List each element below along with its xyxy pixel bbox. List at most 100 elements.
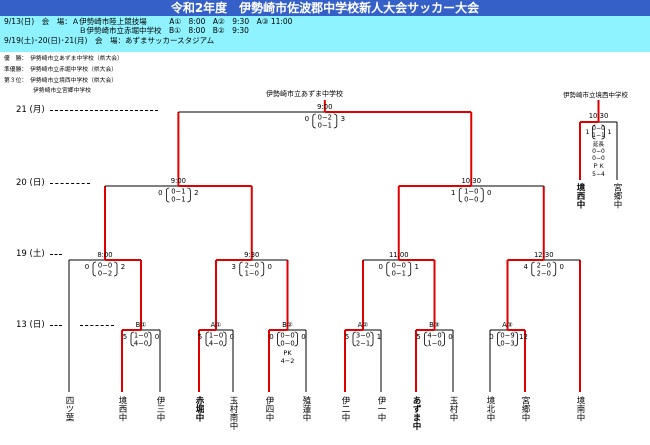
score-brace-right-q4 bbox=[552, 261, 557, 277]
result-third-1: 第３位： 伊勢崎市立境西中学校（県大会） bbox=[4, 78, 118, 84]
champion-label: 伊勢崎市立あずま中学校 bbox=[266, 90, 343, 98]
match-left-score-q2: 3 bbox=[232, 263, 236, 271]
round-label-13: 13 (日) bbox=[16, 320, 45, 330]
match-right-score-s2: 0 bbox=[487, 189, 491, 197]
match-pk-t: 5−4 bbox=[592, 171, 605, 178]
team-name: 伊二中 bbox=[340, 396, 350, 422]
score-brace-right-q3 bbox=[407, 261, 412, 277]
match-half1-f: 0−2 bbox=[318, 114, 332, 122]
match-right-score-b2: 0 bbox=[301, 333, 305, 341]
match-left-score-t: 1 bbox=[585, 128, 589, 136]
round-divider-13b bbox=[80, 325, 114, 326]
match-left-score-f: 0 bbox=[305, 115, 309, 123]
match-half1-b1: 1−0 bbox=[134, 332, 148, 340]
score-brace-right-a1 bbox=[222, 331, 227, 347]
match-right-score-a2: 1 bbox=[377, 333, 381, 341]
match-half2-q3: 0−1 bbox=[392, 270, 406, 278]
match-label-q3: 11:00 bbox=[389, 251, 409, 259]
match-right-score-s1: 2 bbox=[194, 189, 198, 197]
match-pk-label-t: ＰＫ bbox=[592, 163, 604, 170]
match-half2-a2: 2−1 bbox=[356, 340, 370, 348]
match-right-score-q4: 0 bbox=[560, 263, 564, 271]
venue-line-3: 9/19(土)･20(日)･21(月) 会 場：あずまサッカースタジアム bbox=[4, 36, 215, 45]
score-brace-right-b3 bbox=[441, 331, 445, 347]
match-pk-label-b2: PK bbox=[283, 349, 292, 357]
round-divider-21 bbox=[50, 110, 158, 111]
score-brace-right-s2 bbox=[480, 187, 484, 203]
third-place-winner-label: 伊勢崎市立境西中学校 bbox=[563, 91, 628, 99]
result-third-2: 伊勢崎市立宮郷中学校 bbox=[4, 88, 91, 94]
match-left-score-s1: 0 bbox=[158, 189, 162, 197]
match-left-score-b2: 0 bbox=[269, 333, 273, 341]
score-brace-left-a1 bbox=[205, 331, 210, 347]
team-name: 宮郷中 bbox=[520, 396, 530, 422]
match-half1-a3: 0−9 bbox=[500, 332, 514, 340]
match-right-score-b3: 0 bbox=[448, 333, 452, 341]
match-label-q4: 12:30 bbox=[534, 251, 554, 259]
match-half2-t: 1−1 bbox=[592, 132, 605, 139]
result-runner-up: 準優勝： 伊勢崎市立赤堀中学校（県大会） bbox=[4, 67, 118, 73]
team-name: あずま中 bbox=[411, 396, 421, 430]
match-half2-s2: 0−0 bbox=[464, 196, 478, 204]
result-champion: 優 勝： 伊勢崎市立あずま中学校（県大会） bbox=[4, 56, 123, 62]
score-brace-left-a2 bbox=[352, 331, 357, 347]
score-brace-right-q2 bbox=[260, 261, 265, 277]
score-brace-right-a2 bbox=[369, 331, 374, 347]
team-name: 伊四中 bbox=[264, 396, 274, 422]
match-half1-q2: 2−0 bbox=[245, 262, 259, 270]
team-name: 四ツ葉 bbox=[64, 396, 74, 422]
match-half2-b2: 0−0 bbox=[280, 340, 294, 348]
match-left-score-q3: 0 bbox=[379, 263, 383, 271]
score-brace-right-a3 bbox=[514, 331, 518, 347]
match-label-a3: A③ bbox=[502, 321, 513, 329]
score-brace-left-a3 bbox=[497, 331, 501, 347]
match-right-score-a3: 12 bbox=[519, 333, 528, 341]
score-brace-left-q4 bbox=[531, 261, 535, 277]
score-brace-right-t bbox=[601, 124, 605, 140]
match-label-b2: B② bbox=[282, 321, 293, 329]
match-label-b1: B① bbox=[136, 321, 147, 329]
score-brace-left-b2 bbox=[277, 331, 281, 347]
venue-info: 9/13(日) 会 場：Ａ伊勢崎市陸上競技場 A① 8:00 A② 9:30 A… bbox=[0, 16, 650, 52]
match-label-t: 10:30 bbox=[589, 112, 609, 120]
match-half2-b1: 4−0 bbox=[134, 340, 148, 348]
match-et1-t: 0−0 bbox=[592, 148, 605, 155]
score-brace-left-q3 bbox=[386, 261, 390, 277]
match-half2-q4: 2−0 bbox=[537, 270, 551, 278]
score-brace-left-q2 bbox=[239, 261, 243, 277]
score-brace-right-f bbox=[333, 113, 338, 129]
team-name: 境西中 bbox=[117, 396, 127, 422]
round-divider-13a bbox=[50, 325, 62, 326]
match-left-score-q4: 4 bbox=[524, 263, 529, 271]
match-right-score-a1: 0 bbox=[230, 333, 234, 341]
score-brace-left-f bbox=[312, 113, 316, 129]
score-brace-right-s1 bbox=[187, 187, 191, 203]
match-label-s2: 10:30 bbox=[461, 177, 481, 185]
team-name: 境北中 bbox=[485, 396, 495, 422]
round-label-21: 21 (月) bbox=[16, 105, 45, 115]
match-half2-q1: 0−2 bbox=[98, 270, 112, 278]
score-brace-left-s2 bbox=[458, 187, 463, 203]
team-name: 殖蓮中 bbox=[301, 396, 311, 422]
match-half1-b2: 0−0 bbox=[280, 332, 294, 340]
match-label-a1: A① bbox=[211, 321, 222, 329]
page-title: 令和2年度 伊勢崎市佐波郡中学校新人大会サッカー大会 bbox=[0, 0, 650, 16]
team-name: 赤堀中 bbox=[194, 396, 204, 422]
match-half2-q2: 1−0 bbox=[245, 270, 259, 278]
round-label-19: 19 (土) bbox=[16, 249, 45, 259]
match-label-q2: 9:30 bbox=[244, 251, 259, 259]
match-label-q1: 8:00 bbox=[97, 251, 112, 259]
score-brace-right-q1 bbox=[113, 261, 118, 277]
match-half1-b3: 4−0 bbox=[427, 332, 441, 340]
round-divider-19 bbox=[50, 254, 62, 255]
match-label-s1: 9:00 bbox=[171, 177, 186, 185]
third-place-team-name: 境西中 bbox=[575, 183, 585, 209]
score-brace-right-b2 bbox=[294, 331, 298, 347]
venue-line-1: 9/13(日) 会 場：Ａ伊勢崎市陸上競技場 A① 8:00 A② 9:30 A… bbox=[4, 17, 293, 26]
team-name: 玉村南中 bbox=[228, 396, 238, 430]
match-right-score-t: 1 bbox=[607, 128, 611, 136]
match-half1-s1: 0−1 bbox=[171, 188, 185, 196]
match-et2-t: 0−0 bbox=[592, 155, 605, 162]
match-half2-a3: 0−3 bbox=[500, 340, 514, 348]
match-left-score-b3: 5 bbox=[416, 333, 420, 341]
